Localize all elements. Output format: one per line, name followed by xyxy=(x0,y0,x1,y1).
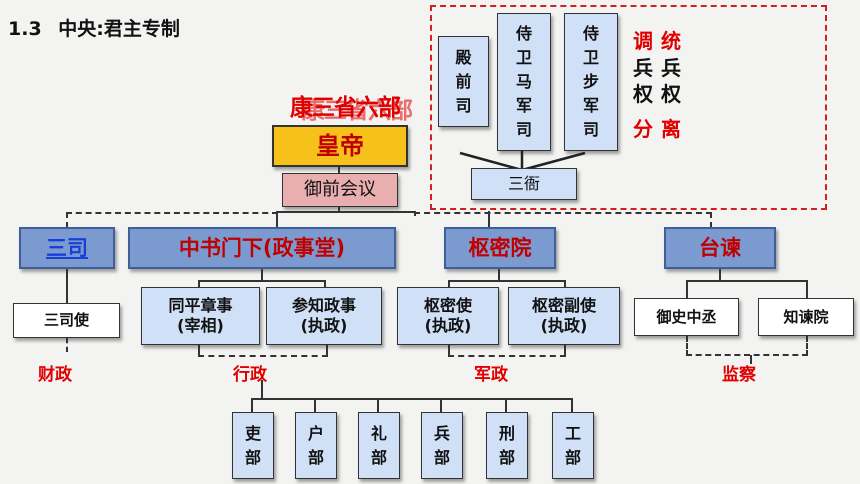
char: 司 xyxy=(515,120,532,139)
official-line1: 枢密使 xyxy=(423,296,472,315)
official-shumifushi: 枢密副使 (执政) xyxy=(508,287,620,345)
char: 部 xyxy=(370,447,387,467)
heading-number: 1.3 xyxy=(8,18,42,40)
label-admin-text: 行政 xyxy=(233,365,267,385)
guard-connectors xyxy=(459,150,586,172)
char: 调 xyxy=(633,29,653,53)
char: 户 xyxy=(307,423,324,443)
label-supervision-text: 监察 xyxy=(722,365,756,385)
ministry-xing: 刑 部 xyxy=(486,412,528,479)
official-line1: 枢密副使 xyxy=(531,296,596,315)
ministry-li-rites: 礼 部 xyxy=(358,412,400,479)
label-supervision: 监察 xyxy=(722,360,756,385)
char: 兵 xyxy=(633,55,653,80)
garbled-text: 康三省六部 xyxy=(290,95,401,121)
official-line2: (执政) xyxy=(424,316,472,335)
council-box: 御前会议 xyxy=(282,173,398,207)
official-canzhizhengshi: 参知政事 (执政) xyxy=(266,287,382,345)
official-sansishi-label: 三司使 xyxy=(43,311,89,330)
official-line1: 同平章事 xyxy=(168,296,233,315)
heading-title: 中央:君主专制 xyxy=(58,18,180,40)
ministry-gong: 工 部 xyxy=(552,412,594,479)
label-military: 军政 xyxy=(474,360,508,385)
char: 部 xyxy=(498,447,515,467)
char: 军 xyxy=(515,96,532,115)
char: 卫 xyxy=(582,48,599,67)
official-zhijianyuan-label: 知谏院 xyxy=(783,307,829,326)
council-label: 御前会议 xyxy=(304,178,376,200)
official-zhijianyuan: 知谏院 xyxy=(758,298,854,336)
official-sansishi: 三司使 xyxy=(13,303,120,338)
guard-dianqiansi: 殿 前 司 xyxy=(438,36,489,127)
char: 权 xyxy=(633,82,653,107)
char: 部 xyxy=(433,447,450,467)
char: 吏 xyxy=(244,423,261,443)
char: 分 xyxy=(633,116,653,141)
char: 兵 xyxy=(661,55,681,80)
char: 步 xyxy=(582,72,599,91)
char: 部 xyxy=(244,447,261,467)
dept-taijian: 台谏 xyxy=(664,227,776,269)
char: 卫 xyxy=(515,48,532,67)
guard-shiweimajunsi: 侍 卫 马 军 司 xyxy=(497,13,551,151)
char: 侍 xyxy=(515,24,532,43)
official-line2: (宰相) xyxy=(177,316,224,335)
dept-sansi-label: 三司 xyxy=(46,235,88,260)
char: 马 xyxy=(515,72,532,91)
official-line2: (执政) xyxy=(540,316,588,335)
ministry-hu: 户 部 xyxy=(295,412,337,479)
char: 兵 xyxy=(433,423,450,443)
char: 权 xyxy=(661,82,681,107)
three-yamen-label: 三衙 xyxy=(507,174,540,193)
garbled-label: 康三省六部 xyxy=(290,88,401,122)
char: 部 xyxy=(307,447,324,467)
emperor-label: 皇帝 xyxy=(316,132,364,160)
official-tongpingzhangshi: 同平章事 (宰相) xyxy=(141,287,260,345)
guard-shiweibujunsi: 侍 卫 步 军 司 xyxy=(564,13,618,151)
ministry-bing: 兵 部 xyxy=(421,412,463,479)
garbled-label-shadow: 康三省六部 xyxy=(302,91,413,125)
char: 部 xyxy=(564,447,581,467)
char: 司 xyxy=(455,95,472,115)
char: 统 xyxy=(661,29,681,53)
char: 殿 xyxy=(455,47,472,67)
official-yushizhongcheng: 御史中丞 xyxy=(634,298,739,336)
official-shumishi: 枢密使 (执政) xyxy=(397,287,499,345)
label-military-text: 军政 xyxy=(474,365,508,385)
three-yamen-box: 三衙 xyxy=(471,168,577,200)
dept-shumiyuan: 枢密院 xyxy=(444,227,556,269)
dept-shumiyuan-label: 枢密院 xyxy=(468,235,532,260)
char: 工 xyxy=(564,423,581,443)
official-line2: (执政) xyxy=(300,316,348,335)
char: 礼 xyxy=(370,423,387,443)
ministry-li-personnel: 吏 部 xyxy=(232,412,274,479)
char: 离 xyxy=(661,116,681,141)
official-yushizhongcheng-label: 御史中丞 xyxy=(656,307,717,326)
char: 刑 xyxy=(498,423,515,443)
emperor-box: 皇帝 xyxy=(272,125,408,167)
char: 司 xyxy=(582,120,599,139)
char: 前 xyxy=(455,71,472,91)
official-line1: 参知政事 xyxy=(291,296,356,315)
page-heading: 1.3 中央:君主专制 xyxy=(8,14,180,41)
char: 侍 xyxy=(582,24,599,43)
char: 军 xyxy=(582,96,599,115)
principle-text: 调 兵 权 分 统 兵 权 离 xyxy=(633,28,681,142)
dept-sansi: 三司 xyxy=(19,227,115,269)
military-frame xyxy=(430,5,827,210)
label-admin: 行政 xyxy=(233,360,267,385)
garbled-text: 康三省六部 xyxy=(302,98,413,124)
dept-taijian-label: 台谏 xyxy=(699,235,741,260)
label-finance-text: 财政 xyxy=(38,365,72,385)
dept-zhongshu: 中书门下(政事堂) xyxy=(128,227,396,269)
label-finance: 财政 xyxy=(38,360,72,385)
dept-zhongshu-label: 中书门下(政事堂) xyxy=(178,235,346,260)
